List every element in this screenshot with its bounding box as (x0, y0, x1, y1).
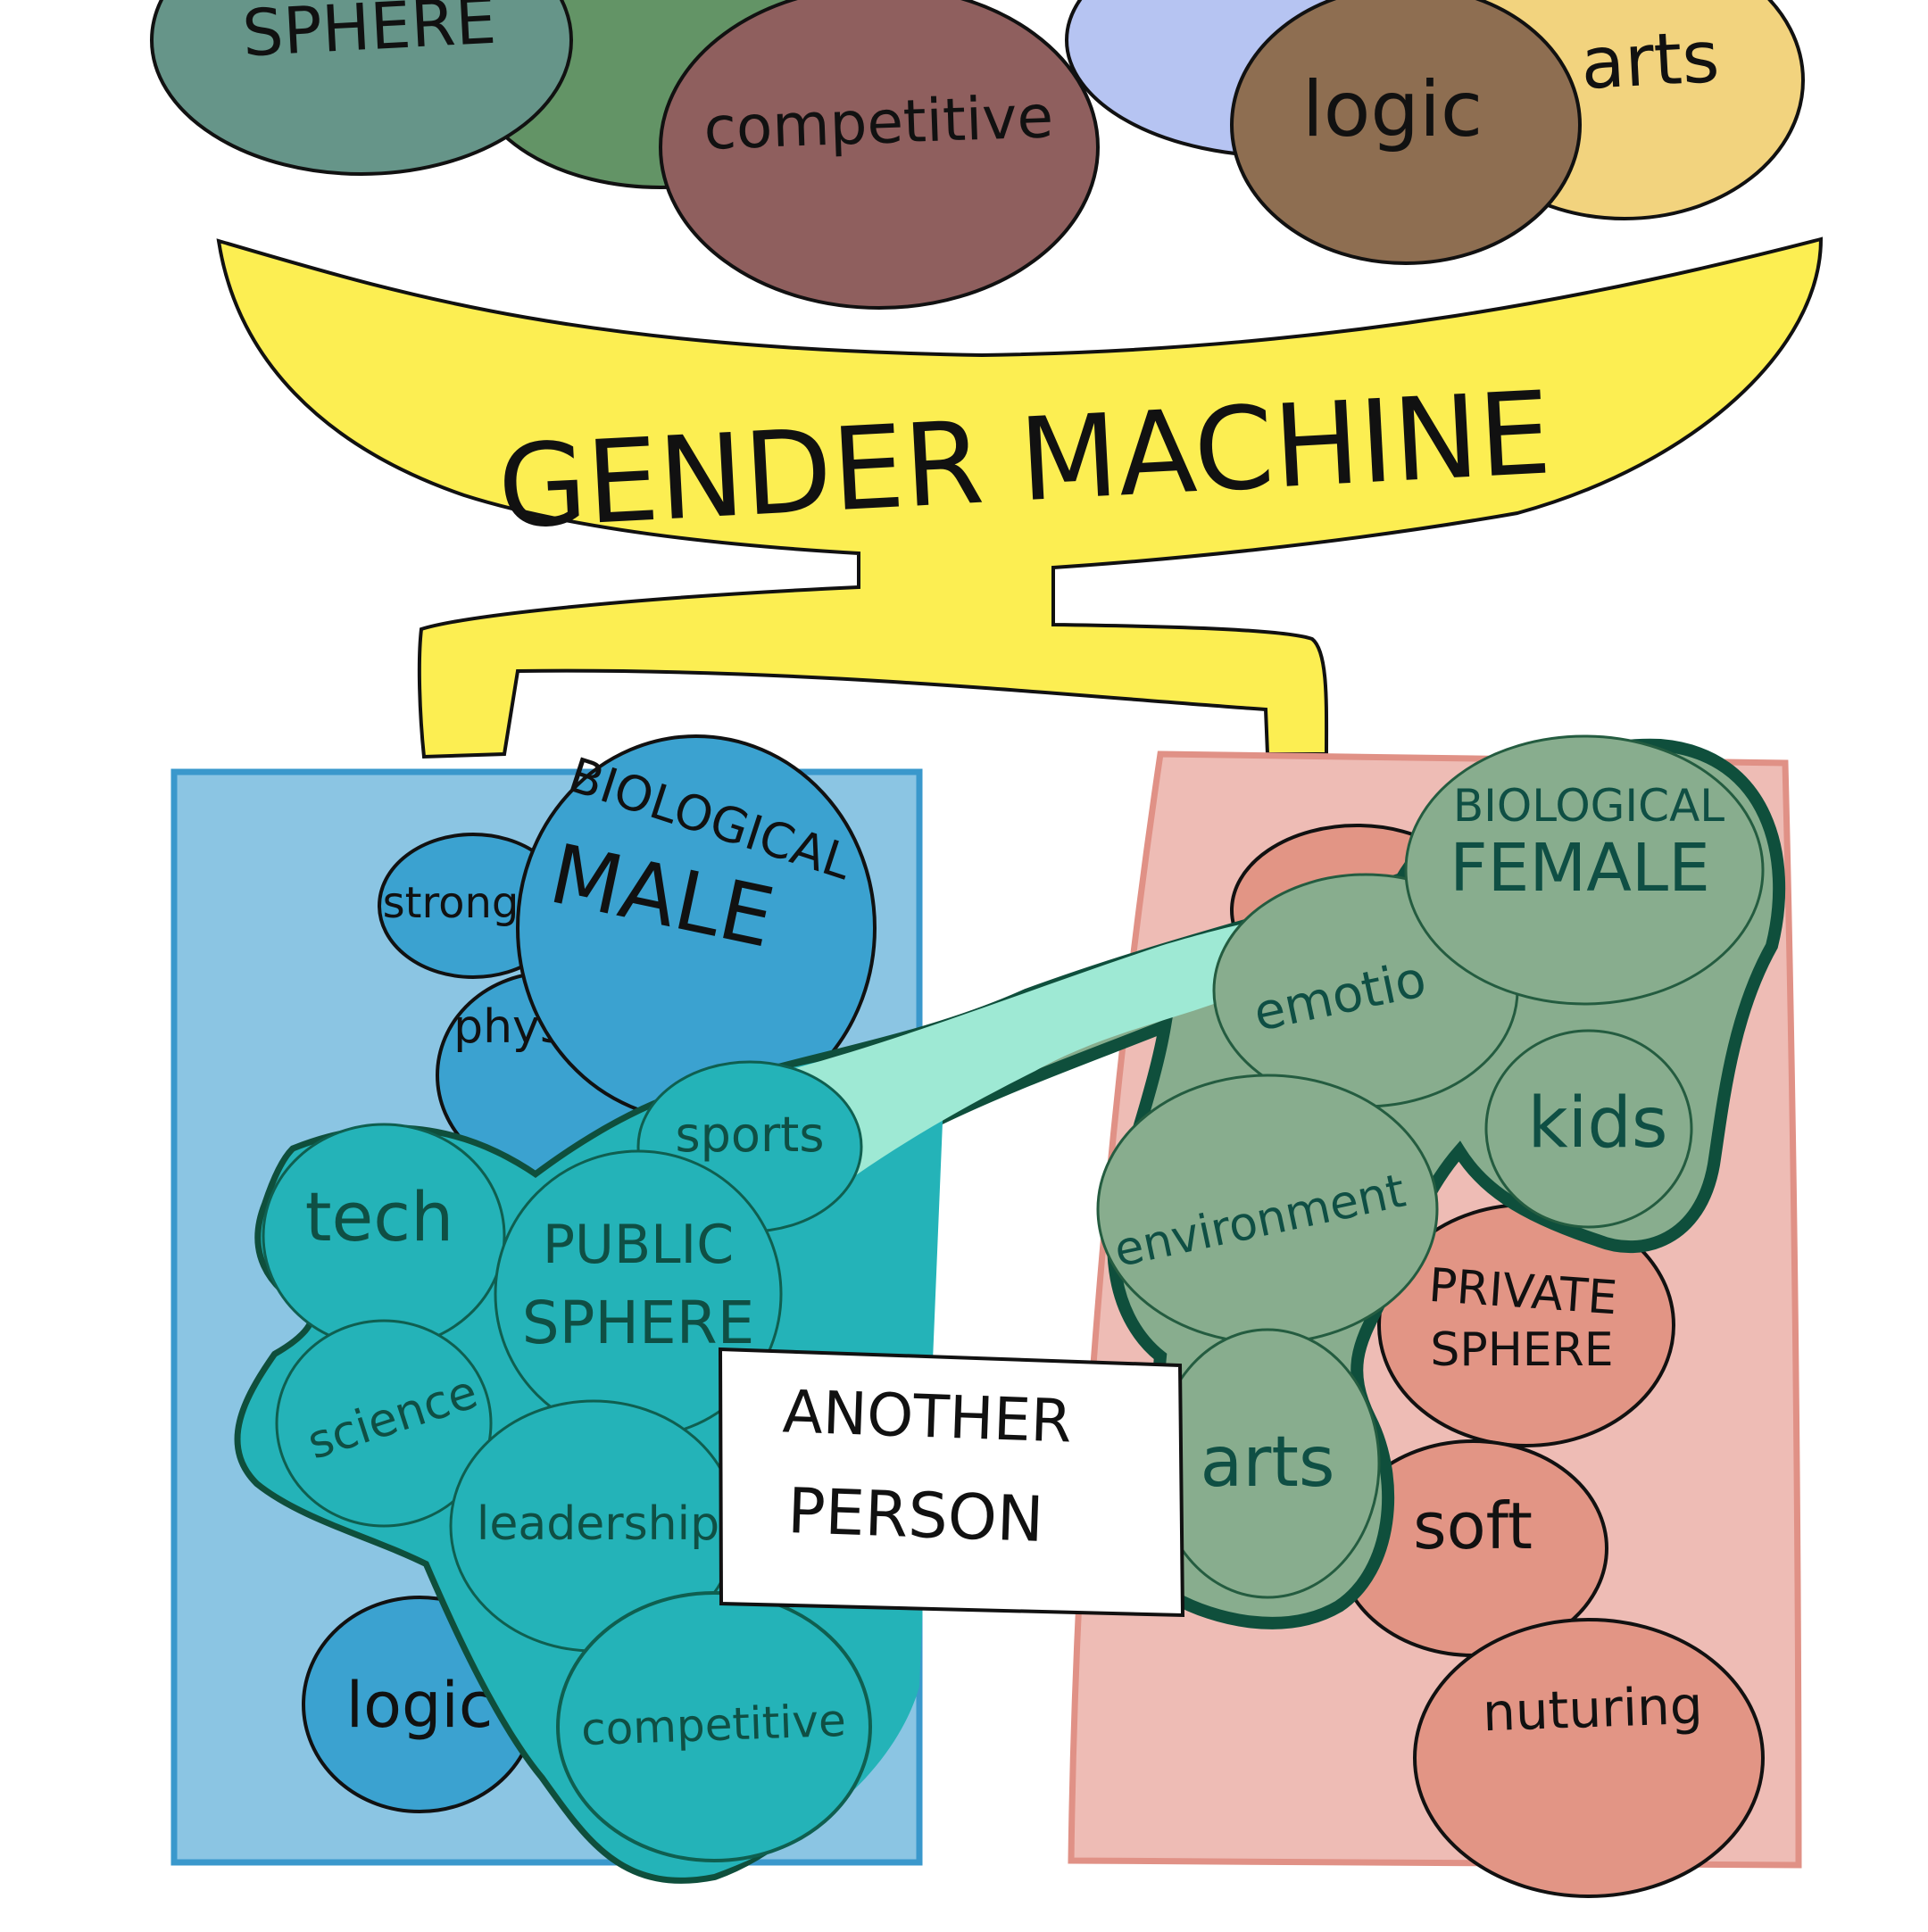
top-arts-label: arts (1579, 15, 1722, 105)
top-sphere-label: SPHERE (241, 0, 498, 70)
male-logic-label: logic (346, 1669, 494, 1742)
top-competitive-bubble (659, 0, 1100, 310)
another-person-line2: PERSON (786, 1474, 1045, 1556)
top-row: SPHERE arts logic competitive (150, 0, 1805, 310)
female-arts-label: arts (1200, 1422, 1334, 1503)
another-person-shape: tech sports PUBLIC SPHERE science leader… (234, 734, 1786, 1884)
machine-bowl (216, 236, 1824, 759)
male-public-line2: SPHERE (522, 1289, 755, 1357)
female-kids-label: kids (1528, 1083, 1668, 1164)
female-private-line1: PRIVATE (1427, 1259, 1619, 1326)
female-biological-bubble (1404, 734, 1765, 1006)
female-nurturing-bubble (1413, 1618, 1765, 1898)
top-logic-bubble (1230, 0, 1582, 265)
male-science-bubble (275, 1319, 493, 1528)
gender-machine: GENDER MACHINE (216, 236, 1824, 759)
another-person-card: ANOTHER PERSON (718, 1347, 1185, 1618)
top-competitive-label: competitive (702, 82, 1054, 163)
another-person-line1: ANOTHER (782, 1377, 1073, 1455)
male-leadership-label: leadership (477, 1497, 719, 1551)
female-private-line2: SPHERE (1430, 1323, 1613, 1377)
person-arm (768, 919, 1267, 1214)
top-logic-label: logic (1302, 65, 1483, 154)
another-person-box (718, 1347, 1185, 1618)
female-soft-label: soft (1413, 1488, 1533, 1563)
male-competitive-label: competitive (580, 1695, 846, 1755)
male-public-line1: PUBLIC (543, 1214, 734, 1276)
female-biological-line2: FEMALE (1450, 830, 1710, 907)
male-sports-label: sports (676, 1107, 825, 1163)
female-biological-line1: BIOLOGICAL (1453, 780, 1724, 832)
female-nurturing-label: nuturing (1482, 1675, 1704, 1744)
female-kids-bubble (1484, 1029, 1693, 1229)
male-competitive-bubble (556, 1591, 872, 1862)
top-sphere-bubble (150, 0, 573, 176)
male-tech-label: tech (305, 1177, 454, 1256)
male-strong-label: strong (383, 878, 519, 928)
